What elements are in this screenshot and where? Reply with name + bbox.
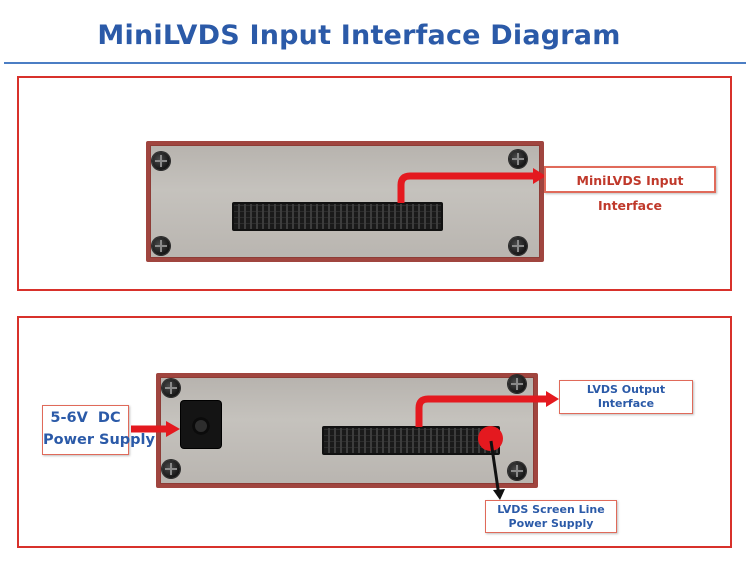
- label-lvds-output: LVDS Output Interface: [559, 380, 693, 414]
- screw-icon: [152, 237, 170, 255]
- lvds-output-connector-icon: [322, 426, 500, 455]
- screw-icon: [162, 460, 180, 478]
- label-minilvds-input: MiniLVDS Input Interface: [544, 166, 716, 213]
- minilvds-connector-icon: [232, 202, 443, 231]
- arrow-icon: [546, 391, 559, 407]
- label-lvds-output-line1: LVDS Output: [586, 383, 666, 396]
- label-power-supply-line2: Power Supply: [43, 432, 155, 448]
- screw-icon: [162, 379, 180, 397]
- label-minilvds-input-text: MiniLVDS Input Interface: [576, 173, 684, 213]
- arrow-icon: [166, 421, 180, 437]
- label-power-supply-line1: 5-6V DC: [50, 410, 121, 426]
- label-screen-power-line2: Power Supply: [508, 517, 594, 530]
- arrow-icon: [489, 440, 501, 497]
- device-face-input: [146, 141, 544, 262]
- label-power-supply: 5-6V DC Power Supply: [42, 405, 155, 455]
- screw-icon: [152, 152, 170, 170]
- screw-icon: [509, 150, 527, 168]
- screw-icon: [508, 462, 526, 480]
- dc-jack-hole: [192, 417, 210, 435]
- screw-icon: [509, 237, 527, 255]
- label-screen-power-line1: LVDS Screen Line: [497, 503, 605, 516]
- arrow-icon: [397, 172, 534, 203]
- label-screen-power: LVDS Screen Line Power Supply: [485, 500, 617, 533]
- arrow-icon: [493, 489, 505, 500]
- page-title: MiniLVDS Input Interface Diagram: [97, 20, 621, 51]
- screw-icon: [508, 375, 526, 393]
- label-lvds-output-line2: Interface: [597, 397, 655, 410]
- title-divider: [4, 62, 746, 64]
- arrow-icon: [415, 395, 547, 427]
- arrow-icon: [533, 168, 546, 184]
